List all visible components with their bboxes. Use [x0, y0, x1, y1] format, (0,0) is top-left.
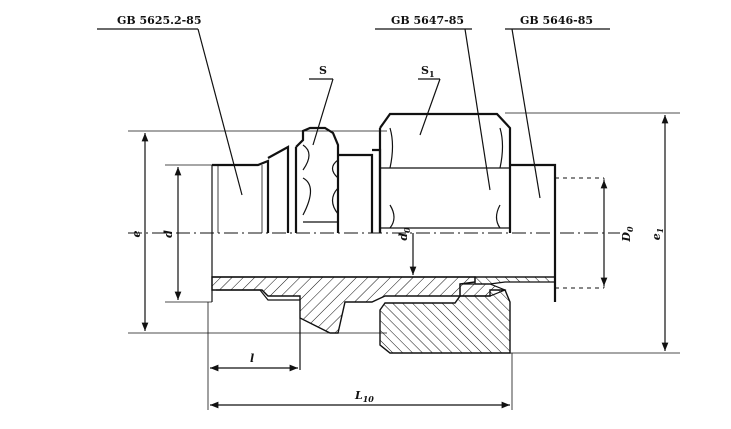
dim-label-e: e [130, 231, 143, 238]
leader-s [312, 78, 334, 146]
dim-label-d0: d0 [397, 227, 412, 241]
callout-gb-5646: GB 5646-85 [520, 14, 593, 27]
leader-b [464, 28, 491, 191]
section-view [211, 276, 556, 370]
dim-label-d: d [162, 230, 175, 238]
leader-a [197, 28, 243, 196]
dim-label-l: l [250, 352, 254, 365]
leader-s1 [419, 78, 441, 136]
callout-gb-5647: GB 5647-85 [391, 14, 464, 27]
hex-label-s1: S1 [421, 64, 435, 79]
nut-fitting [378, 112, 512, 233]
dim-label-L10: L10 [354, 389, 374, 404]
hex-label-s: S [319, 64, 327, 77]
body-fitting [211, 126, 382, 302]
leader-c [511, 28, 541, 199]
dim-label-D0: D0 [620, 226, 635, 243]
callout-gb-5625-2: GB 5625.2-85 [117, 14, 202, 27]
dim-label-e1: e1 [650, 228, 665, 241]
